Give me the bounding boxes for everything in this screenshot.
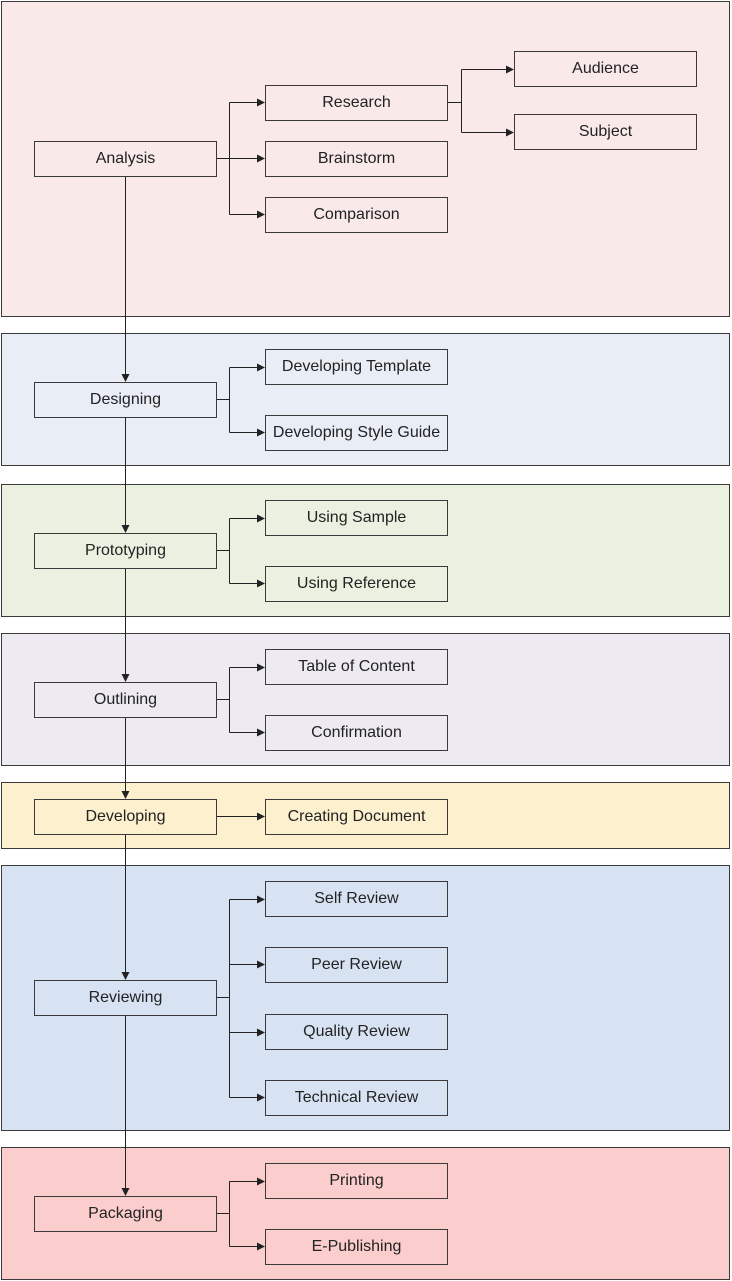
- stage-developing: Developing: [34, 799, 217, 835]
- developing-creating-document: Creating Document: [265, 799, 448, 835]
- reviewing-peer-review: Peer Review: [265, 947, 448, 983]
- reviewing-self-review: Self Review: [265, 881, 448, 917]
- analysis-comparison: Comparison: [265, 197, 448, 233]
- reviewing-technical-review: Technical Review: [265, 1080, 448, 1116]
- prototyping-using-sample: Using Sample: [265, 500, 448, 536]
- stage-analysis: Analysis: [34, 141, 217, 177]
- analysis-research: Research: [265, 85, 448, 121]
- prototyping-using-reference: Using Reference: [265, 566, 448, 602]
- designing-developing-template: Developing Template: [265, 349, 448, 385]
- designing-developing-style-guide: Developing Style Guide: [265, 415, 448, 451]
- analysis-brainstorm: Brainstorm: [265, 141, 448, 177]
- outlining-confirmation: Confirmation: [265, 715, 448, 751]
- reviewing-quality-review: Quality Review: [265, 1014, 448, 1050]
- outlining-table-of-content: Table of Content: [265, 649, 448, 685]
- research-audience: Audience: [514, 51, 697, 87]
- research-subject: Subject: [514, 114, 697, 150]
- stage-outlining: Outlining: [34, 682, 217, 718]
- stage-packaging: Packaging: [34, 1196, 217, 1232]
- stage-prototyping: Prototyping: [34, 533, 217, 569]
- packaging-printing: Printing: [265, 1163, 448, 1199]
- stage-designing: Designing: [34, 382, 217, 418]
- packaging-e-publishing: E-Publishing: [265, 1229, 448, 1265]
- stage-reviewing: Reviewing: [34, 980, 217, 1016]
